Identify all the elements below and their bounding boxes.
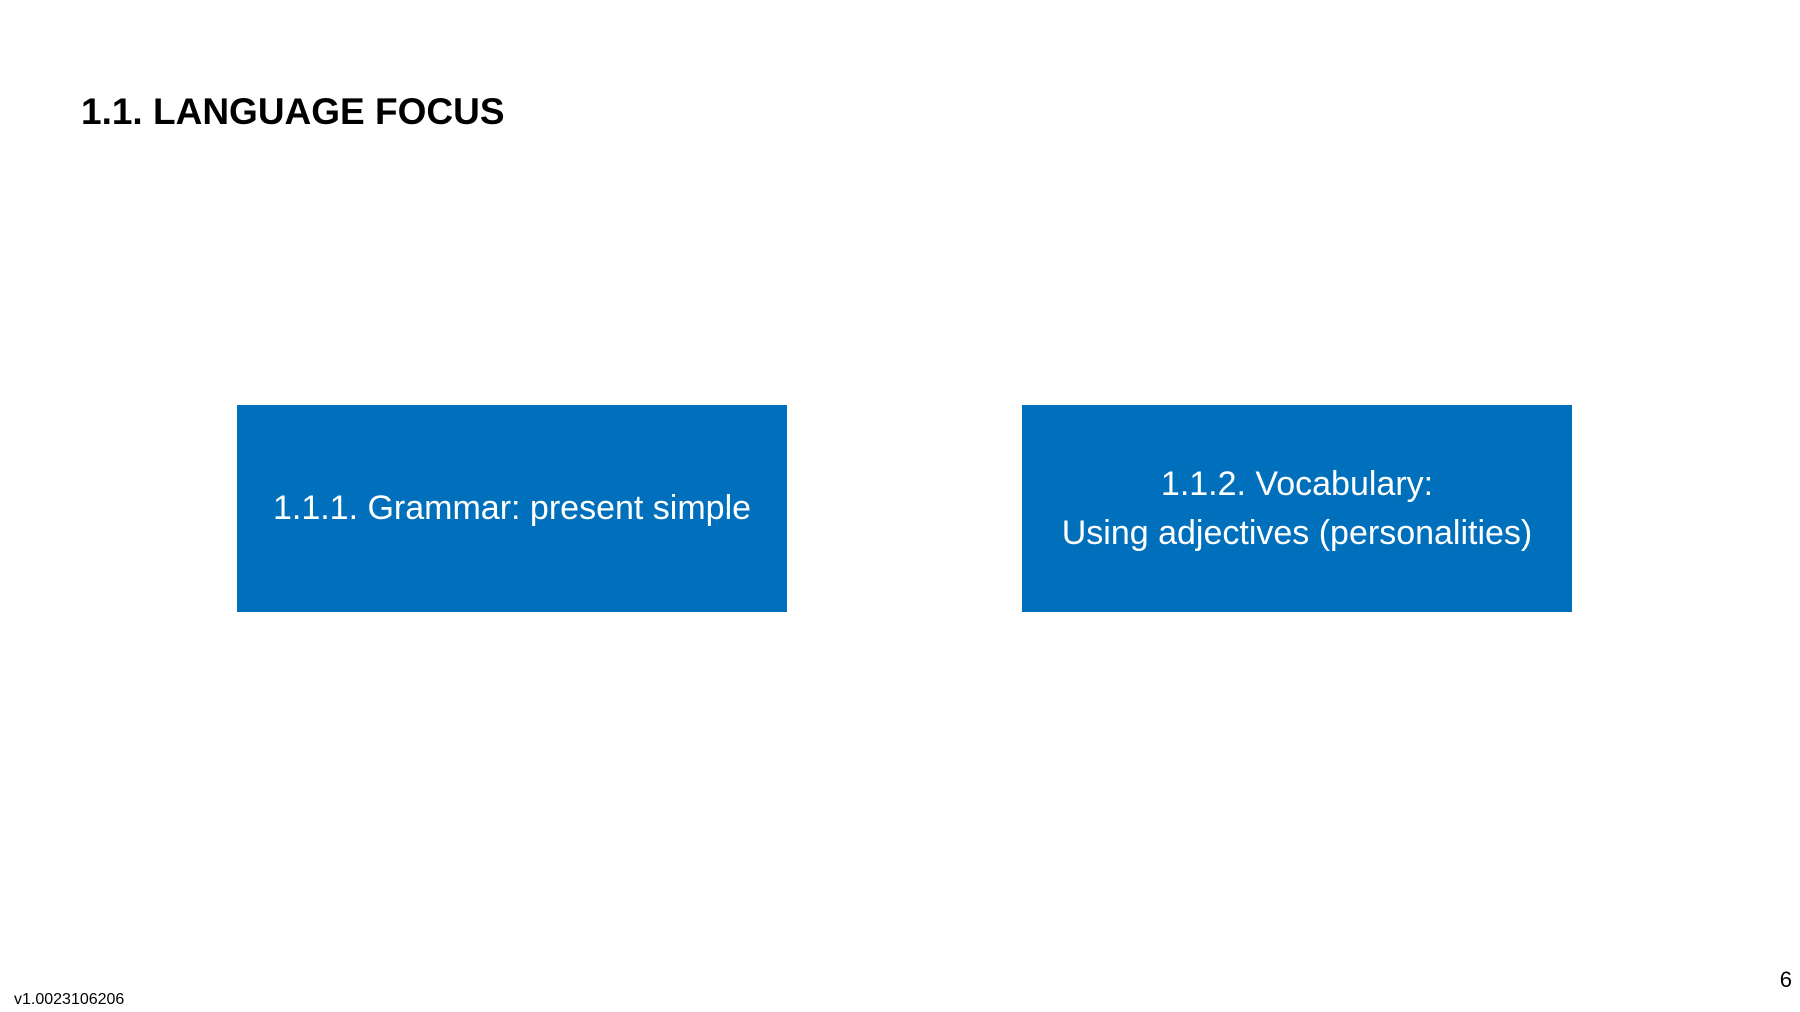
- vocabulary-topic-label-line-1: 1.1.2. Vocabulary:: [1160, 464, 1434, 503]
- grammar-topic-label: 1.1.1. Grammar: present simple: [272, 489, 752, 527]
- vocabulary-topic-label-line-2: Using adjectives (personalities): [1061, 513, 1533, 552]
- page-number: 6: [1779, 967, 1792, 992]
- vocabulary-topic-button[interactable]: 1.1.2. Vocabulary: Using adjectives (per…: [1022, 405, 1572, 612]
- version-label: v1.0023106206: [14, 991, 125, 1008]
- slide-title: 1.1. LANGUAGE FOCUS: [81, 91, 505, 132]
- grammar-topic-button[interactable]: 1.1.1. Grammar: present simple: [237, 405, 787, 612]
